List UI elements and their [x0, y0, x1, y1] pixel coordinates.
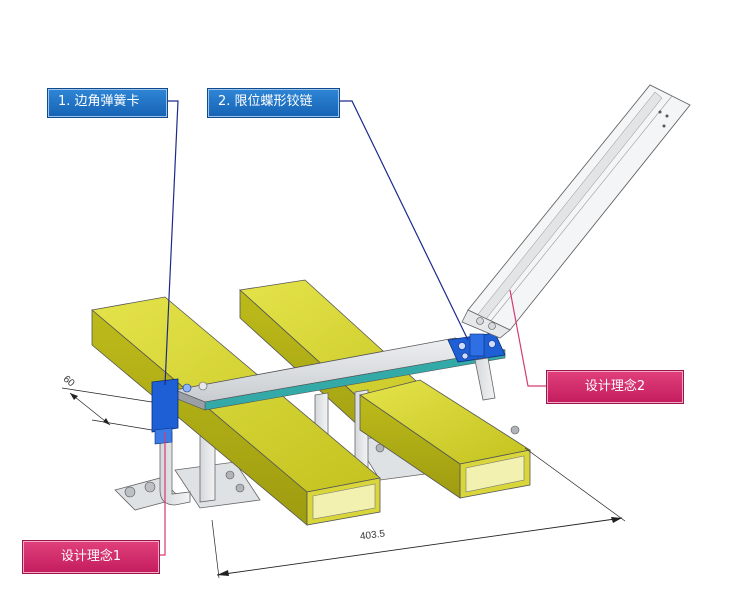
callout-limit-hinge: 2. 限位蝶形铰链: [207, 88, 340, 118]
callout-design-concept-2: 设计理念2: [546, 370, 684, 404]
raised-lid-arm: [461, 84, 691, 339]
leader-design1: [160, 432, 166, 556]
callout-corner-spring-clip: 1. 边角弹簧卡: [47, 88, 168, 118]
top-plate: [173, 337, 506, 411]
corner-spring-clip: [151, 378, 208, 445]
limit-butterfly-hinge: [447, 332, 506, 401]
leader-design2: [509, 289, 546, 387]
width-dimension: [61, 387, 153, 431]
right-square-tube: [359, 379, 532, 499]
leader-corner-clip: [164, 100, 179, 386]
callout-design-concept-1: 设计理念1: [22, 540, 160, 574]
length-dimension: [211, 447, 626, 579]
leader-hinge: [340, 100, 469, 341]
left-mount-foot: [114, 429, 191, 511]
